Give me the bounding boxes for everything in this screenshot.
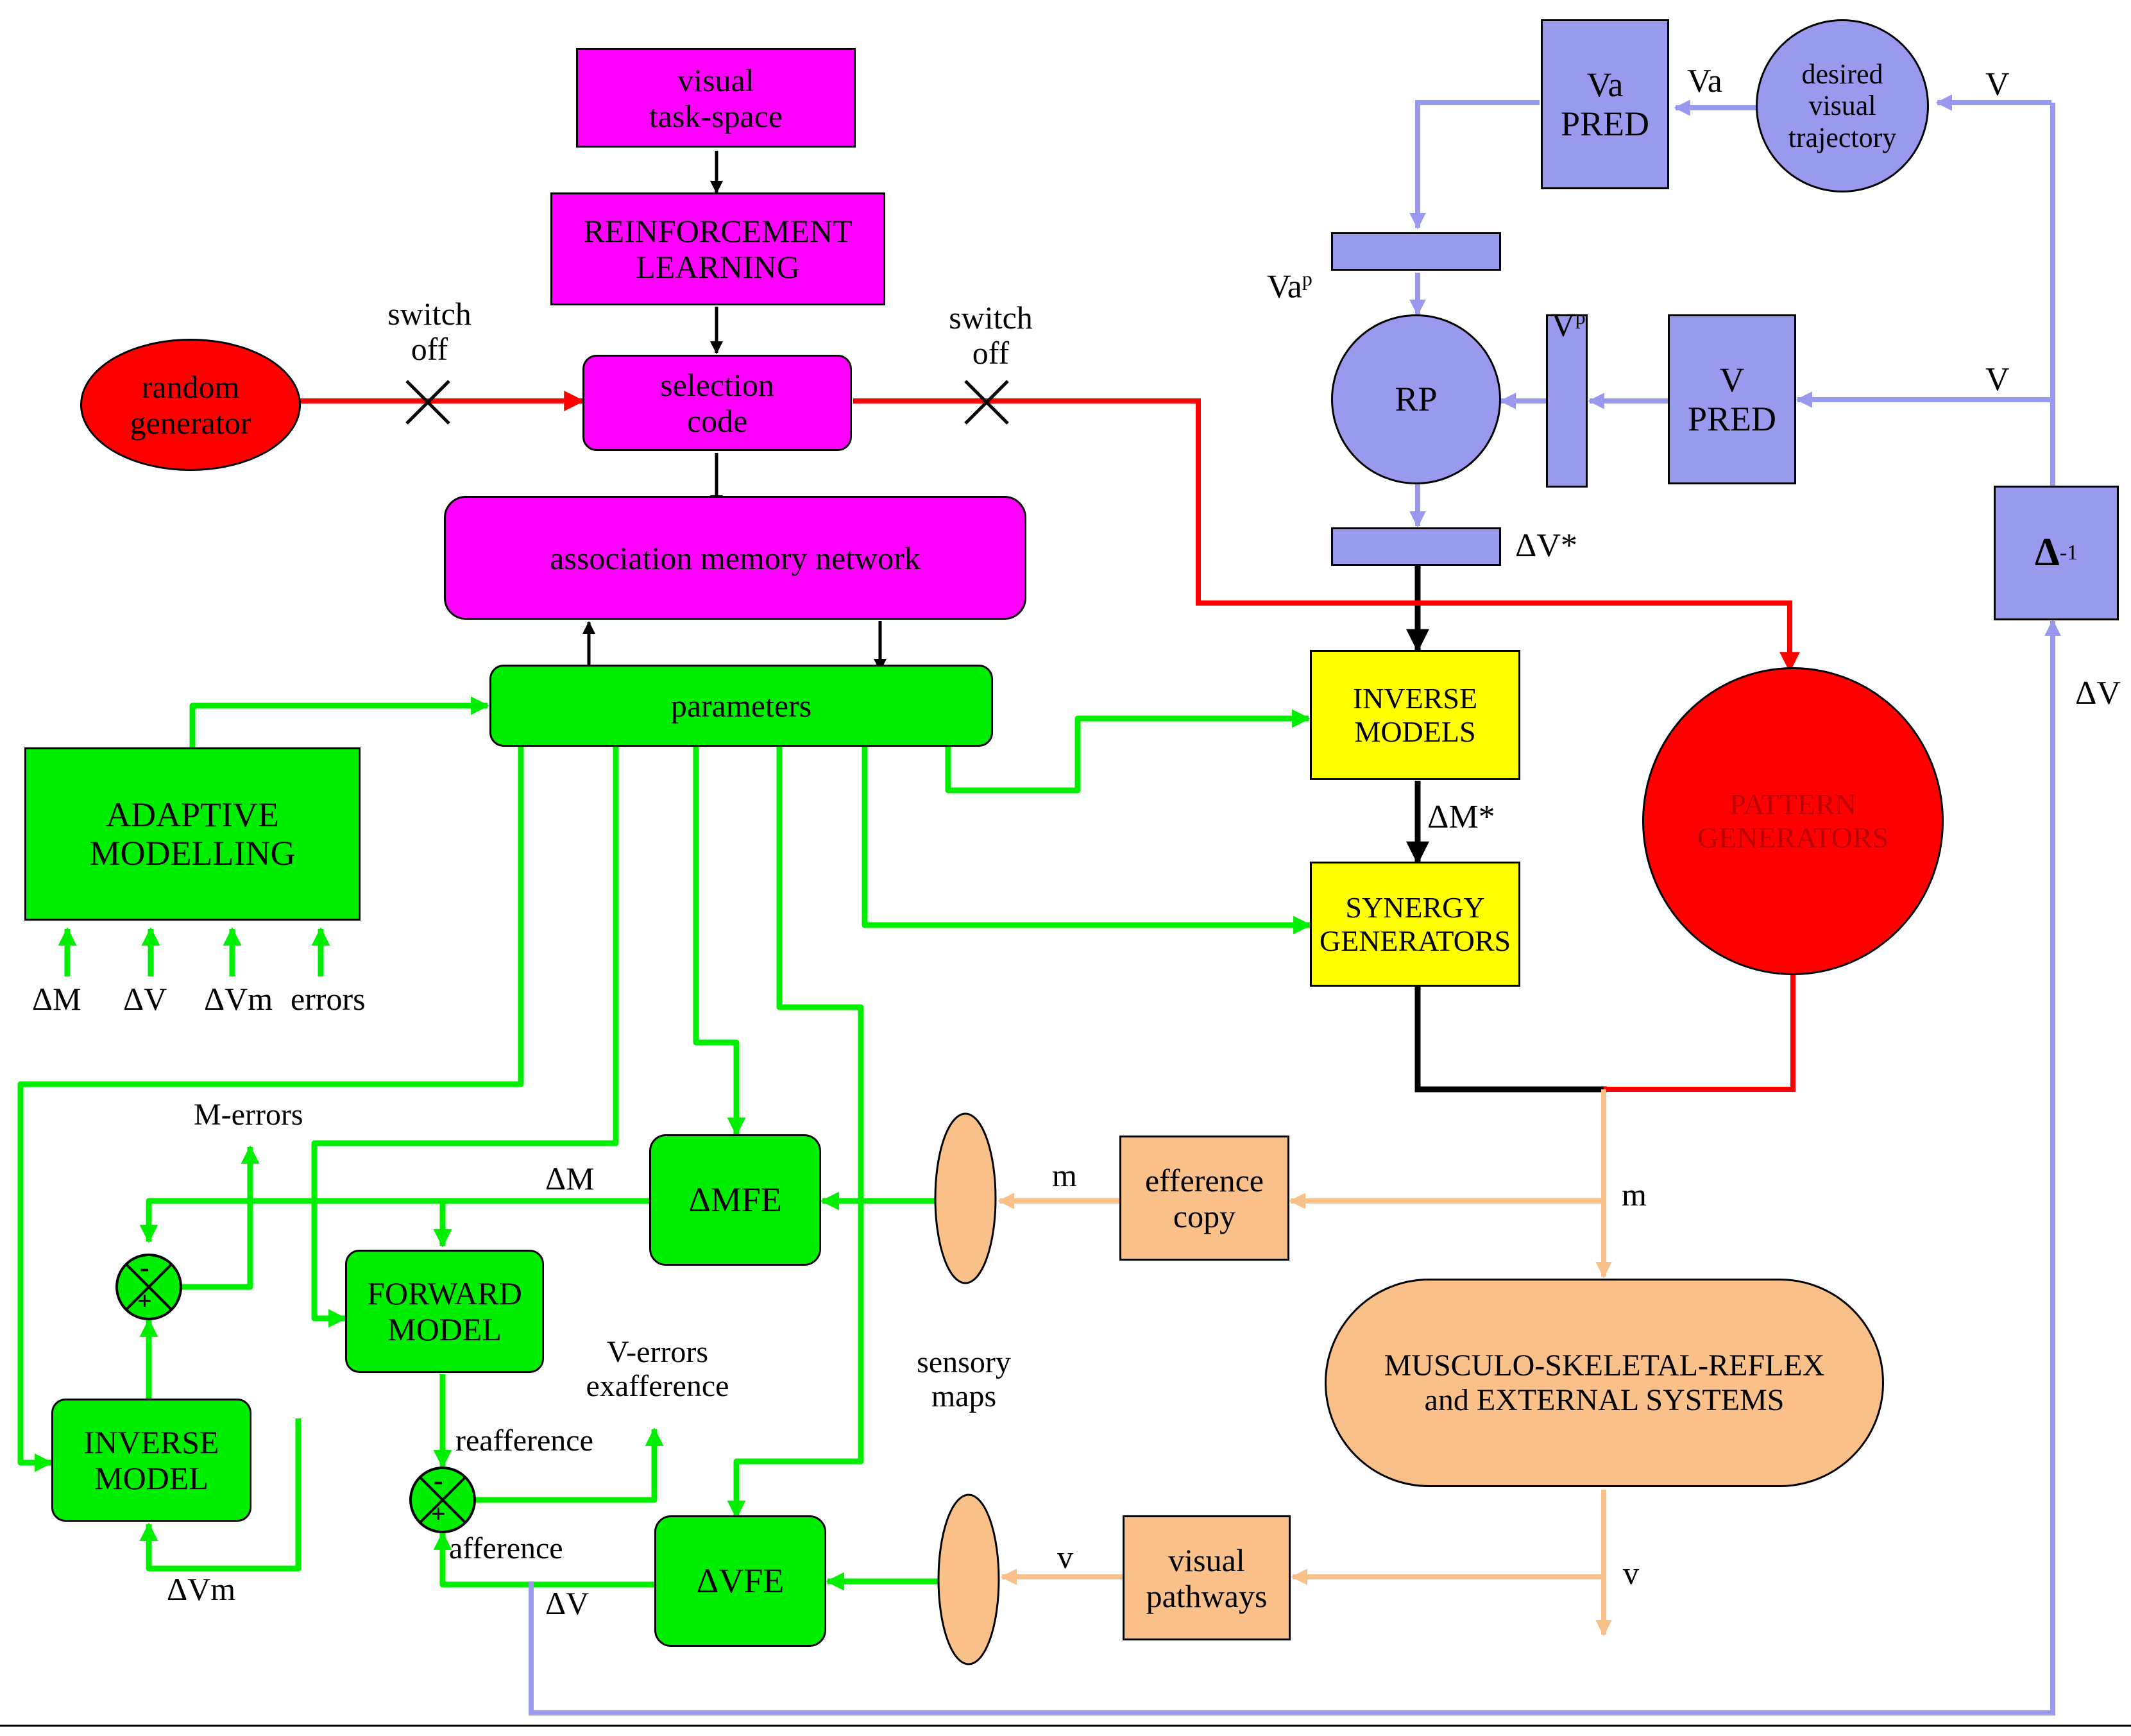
v-right-label: v: [1623, 1555, 1639, 1591]
comparator-v: [409, 1467, 476, 1533]
comparator-m-plus: +: [137, 1286, 152, 1315]
adaptive-input-dm-label: ΔM: [32, 981, 81, 1017]
desired-visual-trajectory-circle: desired visual trajectory: [1756, 19, 1929, 192]
arrow-params-to-inverse-models: [945, 709, 1311, 794]
pattern-generators-circle: PATTERN GENERATORS: [1642, 667, 1944, 975]
delta-v-star-label: ΔV*: [1515, 527, 1577, 564]
black-connectors: [582, 151, 1607, 1093]
arrow-params-to-inverse-model: [17, 744, 524, 1472]
switch-off-right-label: switch off: [949, 300, 1033, 371]
arrow-vapred-to-vap: [1409, 100, 1540, 230]
red-connectors: [300, 380, 1800, 1092]
green-connectors: [17, 696, 1312, 1591]
forward-model-box: FORWARD MODEL: [345, 1250, 544, 1373]
synergy-generators-box: SYNERGY GENERATORS: [1310, 862, 1520, 987]
delta-v-right-label: ΔV: [2075, 675, 2121, 711]
switch-cross-right: [964, 380, 1009, 425]
vfe-box: ΔVFE: [654, 1515, 826, 1647]
v-p-label: Vp: [1551, 269, 1586, 344]
arrow-feedback-to-delta-inv: [529, 619, 2061, 1715]
efference-copy-box: efference copy: [1119, 1136, 1289, 1261]
selection-code-box: selection code: [582, 355, 852, 451]
arrow-comparator-to-v-errors: [476, 1427, 664, 1503]
random-generator-ellipse: random generator: [80, 339, 301, 471]
arrow-comparator-bottom-to-inverse-model: [139, 1418, 301, 1572]
delta-inverse-symbol: Δ: [2034, 531, 2060, 575]
v-mid-label: V: [1985, 361, 2010, 398]
afference-label: afference: [449, 1531, 563, 1565]
sensory-map-m: [934, 1112, 997, 1284]
v-p-text: V: [1551, 307, 1575, 344]
arrow-comparator-to-m-errors: [172, 1145, 260, 1290]
m-errors-label: M-errors: [194, 1098, 303, 1132]
parameters-box: parameters: [489, 665, 993, 747]
mfe-box: ΔMFE: [649, 1134, 821, 1266]
reinforcement-learning-box: REINFORCEMENT LEARNING: [550, 192, 885, 305]
lavender-connectors: [529, 94, 2061, 1715]
adaptive-input-dv-label: ΔV: [123, 981, 167, 1017]
adaptive-input-dvm-label: ΔVm: [204, 981, 273, 1017]
line-pattern-to-merge: [1604, 975, 1796, 1092]
visual-task-space-box: visual task-space: [576, 48, 856, 148]
va-p-bar: [1331, 232, 1501, 271]
va-p-text: Va: [1267, 268, 1302, 305]
sensory-map-v: [937, 1493, 1000, 1665]
arrow-vfe-to-comparator-bottom: [433, 1531, 654, 1588]
comparator-v-plus: +: [431, 1499, 446, 1528]
v-p-bar: [1546, 314, 1588, 488]
adaptive-input-errors-label: errors: [291, 981, 366, 1017]
arrow-params-to-synergy: [862, 744, 1312, 935]
v-pred-box: V PRED: [1668, 314, 1796, 484]
line-synergy-to-merge: [1414, 985, 1607, 1093]
m-right-label: m: [1622, 1177, 1647, 1213]
delta-v-star-bar: [1331, 527, 1501, 566]
switch-cross-left: [405, 380, 450, 425]
va-p-sup: p: [1302, 267, 1312, 291]
delta-vm-label: ΔVm: [167, 1571, 236, 1607]
delta-inverse-box: Δ-1: [1994, 486, 2119, 620]
rp-circle: RP: [1331, 314, 1501, 484]
va-p-label: Vap: [1267, 231, 1312, 305]
arrow-adaptive-to-params: [189, 696, 489, 749]
switch-off-left-label: switch off: [387, 296, 471, 367]
arrow-params-to-vfe: [727, 744, 864, 1519]
arrow-params-to-forward-model: [311, 744, 619, 1328]
musculo-skeletal-box: MUSCULO-SKELETAL-REFLEX and EXTERNAL SYS…: [1325, 1279, 1884, 1487]
delta-inverse-sup: -1: [2059, 540, 2078, 565]
va-label: Va: [1687, 63, 1722, 99]
inverse-model-box: INVERSE MODEL: [51, 1399, 251, 1522]
reafference-label: reafference: [455, 1424, 593, 1458]
comparator-v-minus: -: [434, 1465, 443, 1496]
inverse-models-box: INVERSE MODELS: [1310, 650, 1520, 780]
v-errors-label: V-errors exafference: [586, 1335, 729, 1403]
arrow-mfe-to-comparator-top: [139, 1198, 649, 1243]
arrow-selection-to-pattern: [853, 398, 1800, 673]
v-p-sup: p: [1575, 305, 1586, 329]
delta-m-star-label: ΔM*: [1427, 799, 1495, 835]
association-memory-network-box: association memory network: [444, 496, 1026, 620]
delta-v-bottom-label: ΔV: [545, 1585, 590, 1621]
v-left-label: v: [1057, 1539, 1073, 1575]
sensory-maps-label: sensory maps: [917, 1345, 1011, 1413]
delta-m-label: ΔM: [545, 1161, 595, 1196]
va-pred-box: Va PRED: [1541, 19, 1669, 189]
v-top-label: V: [1985, 66, 2010, 103]
arrow-params-to-mfe: [693, 744, 746, 1136]
visual-pathways-box: visual pathways: [1123, 1515, 1291, 1640]
comparator-m: [115, 1254, 182, 1320]
adaptive-modelling-box: ADAPTIVE MODELLING: [24, 747, 361, 921]
peach-connectors: [998, 1089, 1612, 1637]
m-left-label: m: [1052, 1157, 1077, 1193]
comparator-m-minus: -: [140, 1252, 149, 1283]
